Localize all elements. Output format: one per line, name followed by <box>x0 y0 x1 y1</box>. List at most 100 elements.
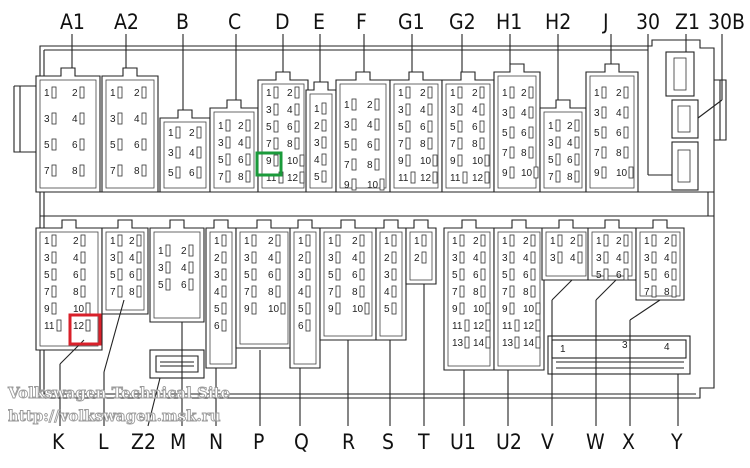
pin-slot-U2-12 <box>535 319 541 332</box>
pin-M-3: 3 <box>158 263 164 274</box>
pin-slot-V-2 <box>577 234 583 247</box>
pin-slot-G2-8 <box>479 137 485 150</box>
pin-slot-G1-10 <box>432 154 438 167</box>
pin-K-12: 12 <box>73 321 85 332</box>
pin-F-8: 8 <box>367 160 373 171</box>
pin-P-2: 2 <box>268 236 274 247</box>
pin-slot-K-10 <box>85 302 91 315</box>
pin-slot-U2-5 <box>509 268 515 281</box>
pin-C-6: 6 <box>238 155 244 166</box>
pin-V-1: 1 <box>550 236 556 247</box>
label-F: F <box>356 10 367 34</box>
pin-slot-A2-3 <box>117 112 123 125</box>
connector-C-cavity <box>213 111 255 189</box>
pin-F-2: 2 <box>367 100 373 111</box>
pin-U1-13: 13 <box>452 338 464 349</box>
pin-slot-U1-1 <box>459 234 465 247</box>
pin-slot-S-3 <box>391 268 397 281</box>
connector-V-housing <box>541 219 591 281</box>
pin-V-3: 3 <box>550 253 556 264</box>
pin-U1-14: 14 <box>473 338 485 349</box>
pin-D-3: 3 <box>266 105 272 116</box>
pin-F-5: 5 <box>344 140 350 151</box>
pin-slot-L-1 <box>117 234 123 247</box>
pin-P-1: 1 <box>244 236 250 247</box>
label-T: T <box>417 430 430 454</box>
pin-A1-4: 4 <box>72 114 78 125</box>
pin-slot-H1-8 <box>528 146 534 159</box>
pin-A2-2: 2 <box>134 88 140 99</box>
pin-slot-U2-3 <box>509 251 515 264</box>
pin-slot-U1-14 <box>485 336 491 349</box>
pin-slot-H1-10 <box>533 166 539 179</box>
pin-H2-3: 3 <box>548 138 554 149</box>
pin-slot-P-3 <box>251 251 257 264</box>
connector-T-cavity <box>409 231 433 281</box>
pin-A1-2: 2 <box>72 88 78 99</box>
connector-P-cavity <box>239 231 289 345</box>
pin-J-1: 1 <box>594 88 600 99</box>
pin-U1-7: 7 <box>452 287 458 298</box>
pin-W-4: 4 <box>616 253 622 264</box>
leader-line <box>697 99 723 119</box>
pin-slot-A2-1 <box>117 86 123 99</box>
pin-slot-L-6 <box>136 268 142 281</box>
connector-T-housing <box>405 219 437 285</box>
pin-X-1: 1 <box>644 236 650 247</box>
pin-U1-9: 9 <box>452 304 458 315</box>
connector-R-cavity <box>323 231 373 337</box>
label-L: L <box>98 430 109 454</box>
pin-S-5: 5 <box>384 304 390 315</box>
pin-G1-1: 1 <box>398 88 404 99</box>
pin-V-2: 2 <box>570 236 576 247</box>
pin-slot-U1-10 <box>485 302 491 315</box>
pin-slot-K-1 <box>51 234 57 247</box>
pin-slot-J-2 <box>623 86 629 99</box>
pin-W-6: 6 <box>616 270 622 281</box>
pin-slot-D-6 <box>294 120 300 133</box>
label-Y: Y <box>670 430 683 454</box>
pin-slot-S-4 <box>391 285 397 298</box>
pin-slot-H1-9 <box>509 166 515 179</box>
pin-slot-K-2 <box>80 234 86 247</box>
pin-slot-U1-12 <box>485 319 491 332</box>
pin-slot-K-8 <box>80 285 86 298</box>
fuse-strip-label-3: 3 <box>622 340 628 351</box>
pin-slot-M-2 <box>188 244 194 257</box>
connector-S-housing <box>375 219 407 341</box>
relay-slot-30-blade <box>677 149 691 183</box>
connector-G2-housing <box>441 71 495 193</box>
pin-Q-5: 5 <box>298 304 304 315</box>
pin-E-2: 2 <box>314 121 320 132</box>
pin-K-8: 8 <box>73 287 79 298</box>
pin-slot-W-4 <box>623 251 629 264</box>
label-Z1: Z1 <box>675 10 700 34</box>
pin-G1-10: 10 <box>420 156 432 167</box>
pin-slot-M-5 <box>165 278 171 291</box>
pin-slot-F-1 <box>351 98 357 111</box>
pin-slot-T-2 <box>421 251 427 264</box>
pin-B-1: 1 <box>168 128 174 139</box>
pin-N-1: 1 <box>214 236 220 247</box>
pin-R-7: 7 <box>328 287 334 298</box>
pin-slot-P-9 <box>251 302 257 315</box>
pin-slot-K-12 <box>85 319 91 332</box>
pin-F-7: 7 <box>344 160 350 171</box>
pin-slot-X-4 <box>671 251 677 264</box>
pin-slot-C-8 <box>245 170 251 183</box>
label-G2: G2 <box>449 10 476 34</box>
pin-slot-S-5 <box>391 302 397 315</box>
pin-P-10: 10 <box>268 304 280 315</box>
pin-G2-3: 3 <box>450 105 456 116</box>
pin-slot-Q-5 <box>305 302 311 315</box>
pin-slot-J-8 <box>623 146 629 159</box>
label-H1: H1 <box>496 10 522 34</box>
leader-line <box>147 377 161 427</box>
pin-U2-10: 10 <box>523 304 535 315</box>
pin-E-5: 5 <box>314 172 320 183</box>
